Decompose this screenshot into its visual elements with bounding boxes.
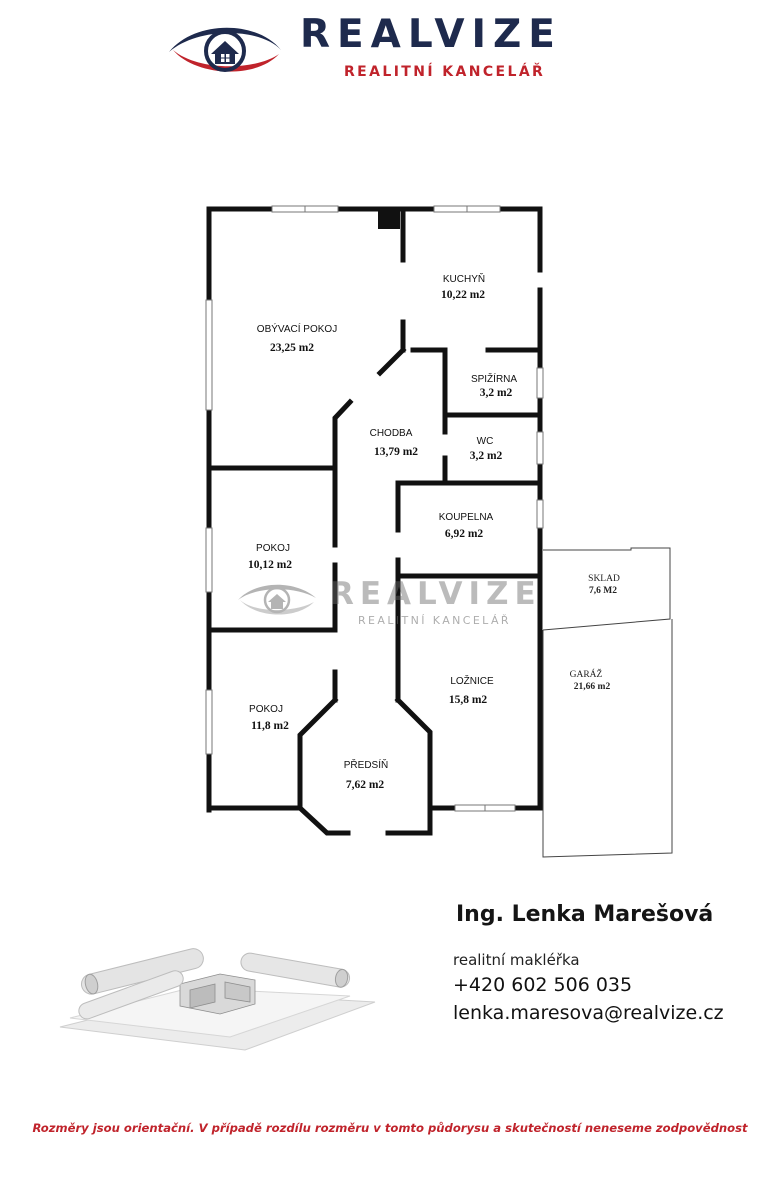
room-name-pokoj-1: POKOJ xyxy=(256,543,290,554)
eye-house-logo-icon xyxy=(169,27,281,72)
agent-role: realitní makléřka xyxy=(453,951,580,969)
watermark: REALVIZE REALITNÍ KANCELÁŘ xyxy=(238,576,542,627)
room-area-loznice: 15,8 m2 xyxy=(449,694,488,706)
room-name-pokoj-2: POKOJ xyxy=(249,704,283,715)
room-area-pokoj-2: 11,8 m2 xyxy=(251,720,289,732)
room-area-obyvaci-pokoj: 23,25 m2 xyxy=(270,342,314,354)
room-name-loznice: LOŽNICE xyxy=(450,674,494,687)
blueprint-rolls-illustration xyxy=(59,948,376,1051)
brand-name: REALVIZE xyxy=(300,12,562,57)
room-name-wc: WC xyxy=(477,436,494,447)
room-area-sklad: 7,6 M2 xyxy=(589,586,617,596)
agent-name: Ing. Lenka Marešová xyxy=(456,902,714,927)
brand-subtitle: REALITNÍ KANCELÁŘ xyxy=(344,64,546,80)
agent-phone[interactable]: +420 602 506 035 xyxy=(453,974,633,996)
room-name-sklad: SKLAD xyxy=(588,574,620,584)
disclaimer: Rozměry jsou orientační. V případě rozdí… xyxy=(32,1121,748,1135)
floor-plan: REALVIZE REALITNÍ KANCELÁŘ OBÝVACÍ POKOJ… xyxy=(205,205,673,858)
room-name-obyvaci-pokoj: OBÝVACÍ POKOJ xyxy=(257,322,337,335)
room-area-garaz: 21,66 m2 xyxy=(574,682,611,692)
room-name-predsin: PŘEDSÍŇ xyxy=(344,758,388,771)
room-area-chodba: 13,79 m2 xyxy=(374,446,418,458)
room-name-garaz: GARÁŽ xyxy=(570,668,603,680)
windows xyxy=(205,205,544,812)
header: REALVIZE REALITNÍ KANCELÁŘ xyxy=(0,0,780,95)
room-name-chodba: CHODBA xyxy=(370,428,413,439)
room-name-spizirna: SPIŽÍRNA xyxy=(471,372,517,385)
room-name-kuchyn: KUCHYŇ xyxy=(443,272,485,285)
room-labels: OBÝVACÍ POKOJ 23,25 m2 KUCHYŇ 10,22 m2 S… xyxy=(248,272,620,791)
room-area-kuchyn: 10,22 m2 xyxy=(441,289,485,301)
room-area-pokoj-1: 10,12 m2 xyxy=(248,559,292,571)
agent-contact: Ing. Lenka Marešová realitní makléřka +4… xyxy=(453,902,773,1024)
room-area-koupelna: 6,92 m2 xyxy=(445,528,484,540)
watermark-name: REALVIZE xyxy=(330,576,542,612)
agent-email[interactable]: lenka.maresova@realvize.cz xyxy=(453,1002,724,1024)
outbuilding-outline xyxy=(542,547,673,858)
room-name-koupelna: KOUPELNA xyxy=(439,512,494,523)
room-area-predsin: 7,62 m2 xyxy=(346,779,385,791)
room-area-spizirna: 3,2 m2 xyxy=(480,387,513,399)
watermark-subtitle: REALITNÍ KANCELÁŘ xyxy=(358,614,511,627)
room-area-wc: 3,2 m2 xyxy=(470,450,503,462)
chimney xyxy=(378,209,400,229)
